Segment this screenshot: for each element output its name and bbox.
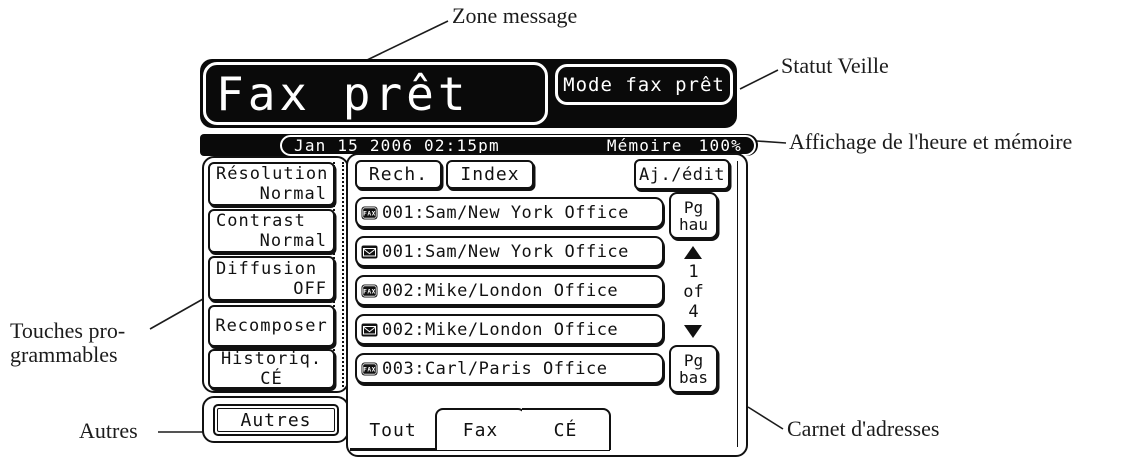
contrast-label: Contrast	[216, 211, 306, 231]
leader-zone-message	[364, 20, 449, 62]
tab-fax-label: Fax	[462, 419, 499, 441]
address-entry[interactable]: 002:Mike/London Office	[355, 314, 664, 345]
leader-statut-veille	[739, 69, 779, 90]
fax-icon: FAX	[361, 206, 378, 219]
address-entry-label: 002:Mike/London Office	[382, 319, 619, 340]
email-icon	[361, 323, 378, 336]
arrow-down-icon	[684, 325, 702, 338]
tab-fax[interactable]: Fax	[435, 408, 526, 450]
leader-touches	[149, 298, 204, 330]
callout-autres: Autres	[79, 418, 138, 443]
page-up-label: Pg hau	[679, 197, 708, 234]
page-down-button[interactable]: Pg bas	[669, 345, 718, 393]
top-status-strip: Fax prêt Mode fax prêt	[200, 59, 737, 128]
memory-label: Mémoire	[606, 135, 683, 155]
tab-tout-label: Tout	[369, 419, 417, 441]
tab-ce[interactable]: CÉ	[522, 408, 611, 450]
address-entry-label: 001:Sam/New York Office	[382, 202, 629, 223]
page-current: 1	[688, 262, 699, 282]
panel-edge-texture	[333, 162, 344, 387]
soft-keys-panel: Résolution Normal Contrast Normal Diffus…	[202, 156, 349, 393]
index-button-label: Index	[460, 164, 520, 185]
autres-button[interactable]: Autres	[213, 404, 339, 436]
contrast-button[interactable]: Contrast Normal	[208, 209, 335, 253]
fax-icon: FAX	[361, 362, 378, 375]
message-text: Fax prêt	[216, 66, 470, 121]
callout-touches-programmables: Touches pro- grammables	[10, 318, 126, 367]
resolution-button[interactable]: Résolution Normal	[208, 162, 335, 206]
search-button-label: Rech.	[368, 164, 429, 185]
contrast-value: Normal	[259, 231, 327, 251]
address-entry-label: 003:Carl/Paris Office	[382, 358, 608, 379]
diffusion-value: OFF	[293, 278, 327, 299]
address-entry-label: 001:Sam/New York Office	[382, 241, 629, 262]
recomposer-label: Recomposer	[215, 316, 328, 336]
page-down-label: Pg bas	[679, 351, 708, 387]
page-up-button[interactable]: Pg hau	[669, 192, 718, 239]
leader-heure-memoire	[756, 140, 787, 144]
page-separator: of	[683, 282, 704, 302]
address-book-panel: Rech. Index Aj./édit FAX 001:Sam/New Yor…	[346, 153, 748, 457]
address-entry[interactable]: FAX 001:Sam/New York Office	[355, 197, 664, 228]
add-edit-button[interactable]: Aj./édit	[634, 159, 730, 190]
diffusion-button[interactable]: Diffusion OFF	[208, 256, 335, 301]
arrow-up-icon	[684, 246, 702, 259]
svg-text:FAX: FAX	[363, 210, 376, 217]
historique-label: Historiq.	[220, 349, 323, 369]
fax-icon: FAX	[361, 284, 378, 297]
autres-panel: Autres	[202, 396, 349, 443]
inner-border-line	[736, 161, 738, 447]
callout-carnet-adresses: Carnet d'adresses	[787, 416, 940, 441]
page-indicator: 1 of 4	[664, 262, 723, 322]
page-total: 4	[688, 302, 699, 322]
callout-heure-memoire: Affichage de l'heure et mémoire	[789, 129, 1073, 154]
tab-ce-label: CÉ	[553, 419, 578, 441]
memory-value: 100%	[698, 135, 742, 155]
sleep-status-label: Mode fax prêt	[563, 73, 725, 96]
resolution-value: Normal	[259, 184, 327, 204]
diffusion-label: Diffusion	[216, 258, 318, 279]
address-entry[interactable]: 001:Sam/New York Office	[355, 236, 664, 267]
address-entry-label: 002:Mike/London Office	[382, 280, 619, 301]
index-button[interactable]: Index	[446, 160, 534, 189]
svg-text:FAX: FAX	[363, 366, 376, 373]
tab-tout[interactable]: Tout	[354, 410, 432, 450]
sleep-status-button[interactable]: Mode fax prêt	[555, 64, 733, 105]
leader-carnet	[747, 406, 784, 430]
historique-ce-button[interactable]: Historiq. CÉ	[208, 349, 335, 389]
callout-zone-message: Zone message	[452, 3, 578, 28]
resolution-label: Résolution	[216, 164, 329, 184]
autres-button-label: Autres	[240, 409, 312, 431]
callout-statut-veille: Statut Veille	[781, 53, 889, 78]
datetime-text: Jan 15 2006 02:15pm	[294, 135, 500, 155]
address-entry[interactable]: FAX 003:Carl/Paris Office	[355, 353, 664, 384]
message-zone: Fax prêt	[203, 62, 548, 125]
email-icon	[361, 245, 378, 258]
address-entry[interactable]: FAX 002:Mike/London Office	[355, 275, 664, 306]
historique-value: CÉ	[260, 369, 283, 389]
recomposer-button[interactable]: Recomposer	[208, 305, 335, 347]
add-edit-button-label: Aj./édit	[639, 164, 725, 185]
search-button[interactable]: Rech.	[355, 160, 442, 189]
svg-text:FAX: FAX	[363, 288, 376, 295]
